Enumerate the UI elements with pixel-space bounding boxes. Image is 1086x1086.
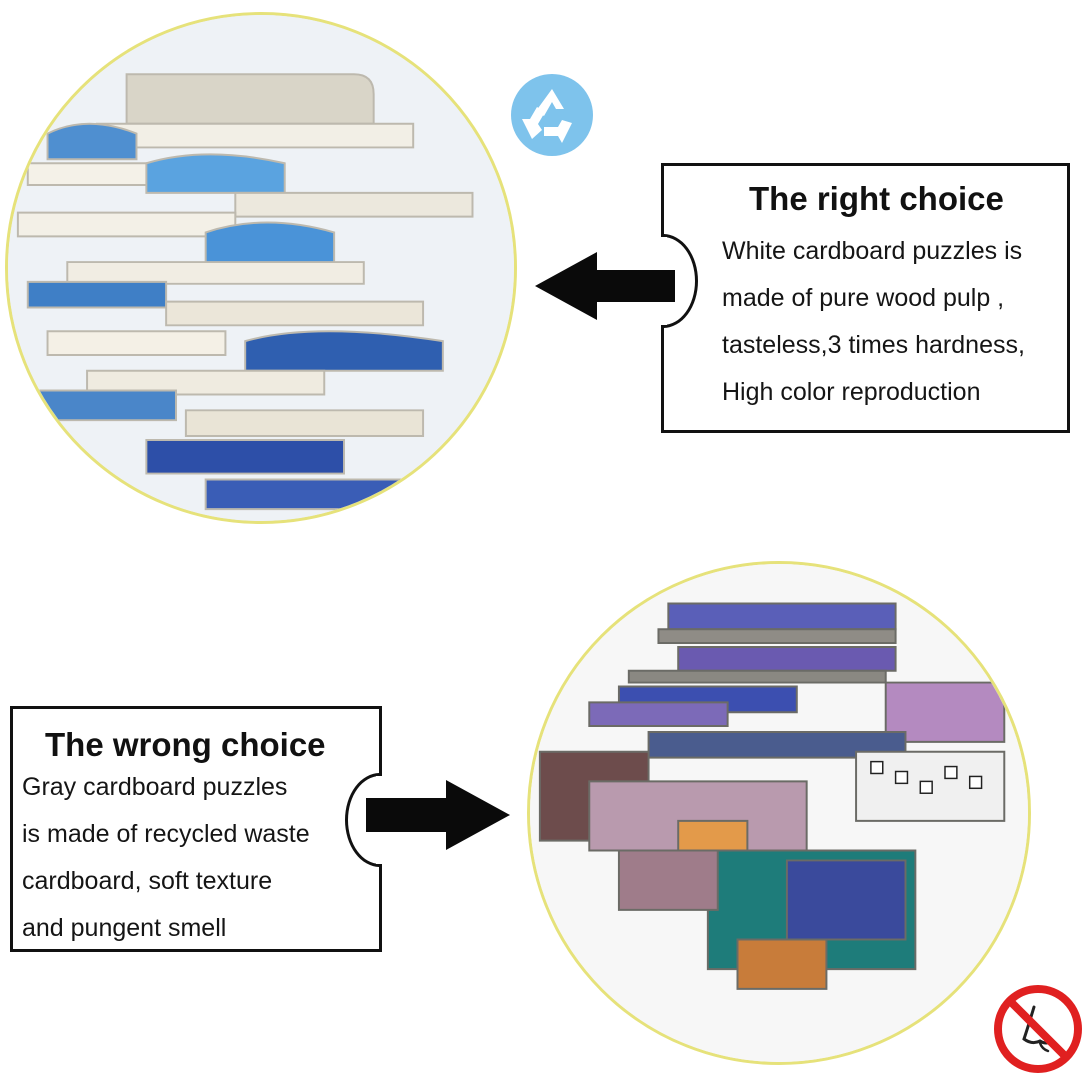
no-smell-icon <box>994 985 1082 1073</box>
right-choice-line-3: tasteless,3 times hardness, <box>722 331 1025 359</box>
right-choice-line-4: High color reproduction <box>722 378 981 406</box>
wrong-choice-line-2: is made of recycled waste <box>22 820 310 848</box>
right-choice-title: The right choice <box>749 180 1004 217</box>
white-puzzle-stack-illustration <box>8 15 514 521</box>
wrong-choice-line-1: Gray cardboard puzzles <box>22 773 288 801</box>
wrong-choice-title: The wrong choice <box>45 726 326 763</box>
arrow-right-icon <box>366 780 510 850</box>
right-choice-line-2: made of pure wood pulp , <box>722 284 1005 312</box>
arrow-left-icon <box>535 252 675 320</box>
right-choice-line-1: White cardboard puzzles is <box>722 237 1023 265</box>
wrong-choice-line-3: cardboard, soft texture <box>22 867 273 895</box>
gray-puzzle-pile-illustration <box>530 564 1028 1062</box>
recycle-icon <box>511 74 593 156</box>
gray-cardboard-puzzle-photo <box>527 561 1031 1065</box>
wrong-choice-line-4: and pungent smell <box>22 914 227 942</box>
white-cardboard-puzzle-photo <box>5 12 517 524</box>
right-choice-card: The right choice White cardboard puzzles… <box>661 163 1070 433</box>
wrong-choice-card: The wrong choice Gray cardboard puzzles … <box>10 706 382 952</box>
